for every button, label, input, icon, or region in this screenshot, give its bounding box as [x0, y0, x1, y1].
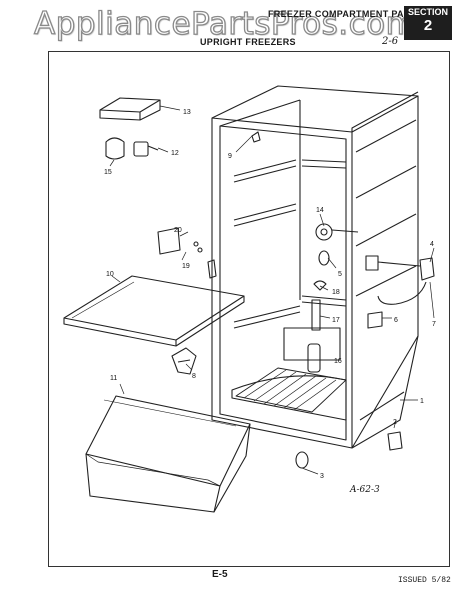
section-number: 2	[423, 17, 433, 34]
callout-6: 6	[394, 317, 398, 324]
callout-2: 2	[393, 419, 397, 426]
callout-16: 16	[334, 358, 342, 365]
drawing-code: A-62-3	[349, 485, 380, 495]
callout-4: 4	[430, 241, 434, 248]
diagram-frame	[48, 51, 450, 567]
callout-10: 10	[106, 271, 114, 278]
callout-3: 3	[320, 473, 324, 480]
callout-19: 19	[182, 263, 190, 270]
issued-date: ISSUED 5/82	[398, 576, 451, 585]
page-number: E-5	[212, 569, 228, 580]
callout-17: 17	[332, 317, 340, 324]
callout-7: 7	[432, 321, 436, 328]
callout-11: 11	[110, 375, 117, 382]
callout-12: 12	[171, 150, 179, 157]
page-subtitle: UPRIGHT FREEZERS	[200, 37, 296, 47]
callout-9: 9	[228, 153, 232, 160]
callout-18: 18	[332, 289, 340, 296]
callout-14: 14	[316, 207, 324, 214]
callout-20: 20	[174, 227, 182, 234]
callout-15: 15	[104, 169, 112, 176]
cabinet-inner-opening	[219, 125, 347, 441]
section-label: SECTION	[407, 7, 448, 17]
section-title: FREEZER COMPARTMENT PARTS	[268, 9, 423, 19]
section-badge: SECTION 2	[404, 6, 452, 40]
callout-1: 1	[420, 398, 424, 405]
callout-13: 13	[183, 109, 191, 116]
handwritten-note: 2-6	[382, 36, 399, 47]
callout-5: 5	[338, 271, 342, 278]
watermark: AppliancePartsPros.com	[33, 5, 417, 42]
callout-8: 8	[192, 373, 196, 380]
